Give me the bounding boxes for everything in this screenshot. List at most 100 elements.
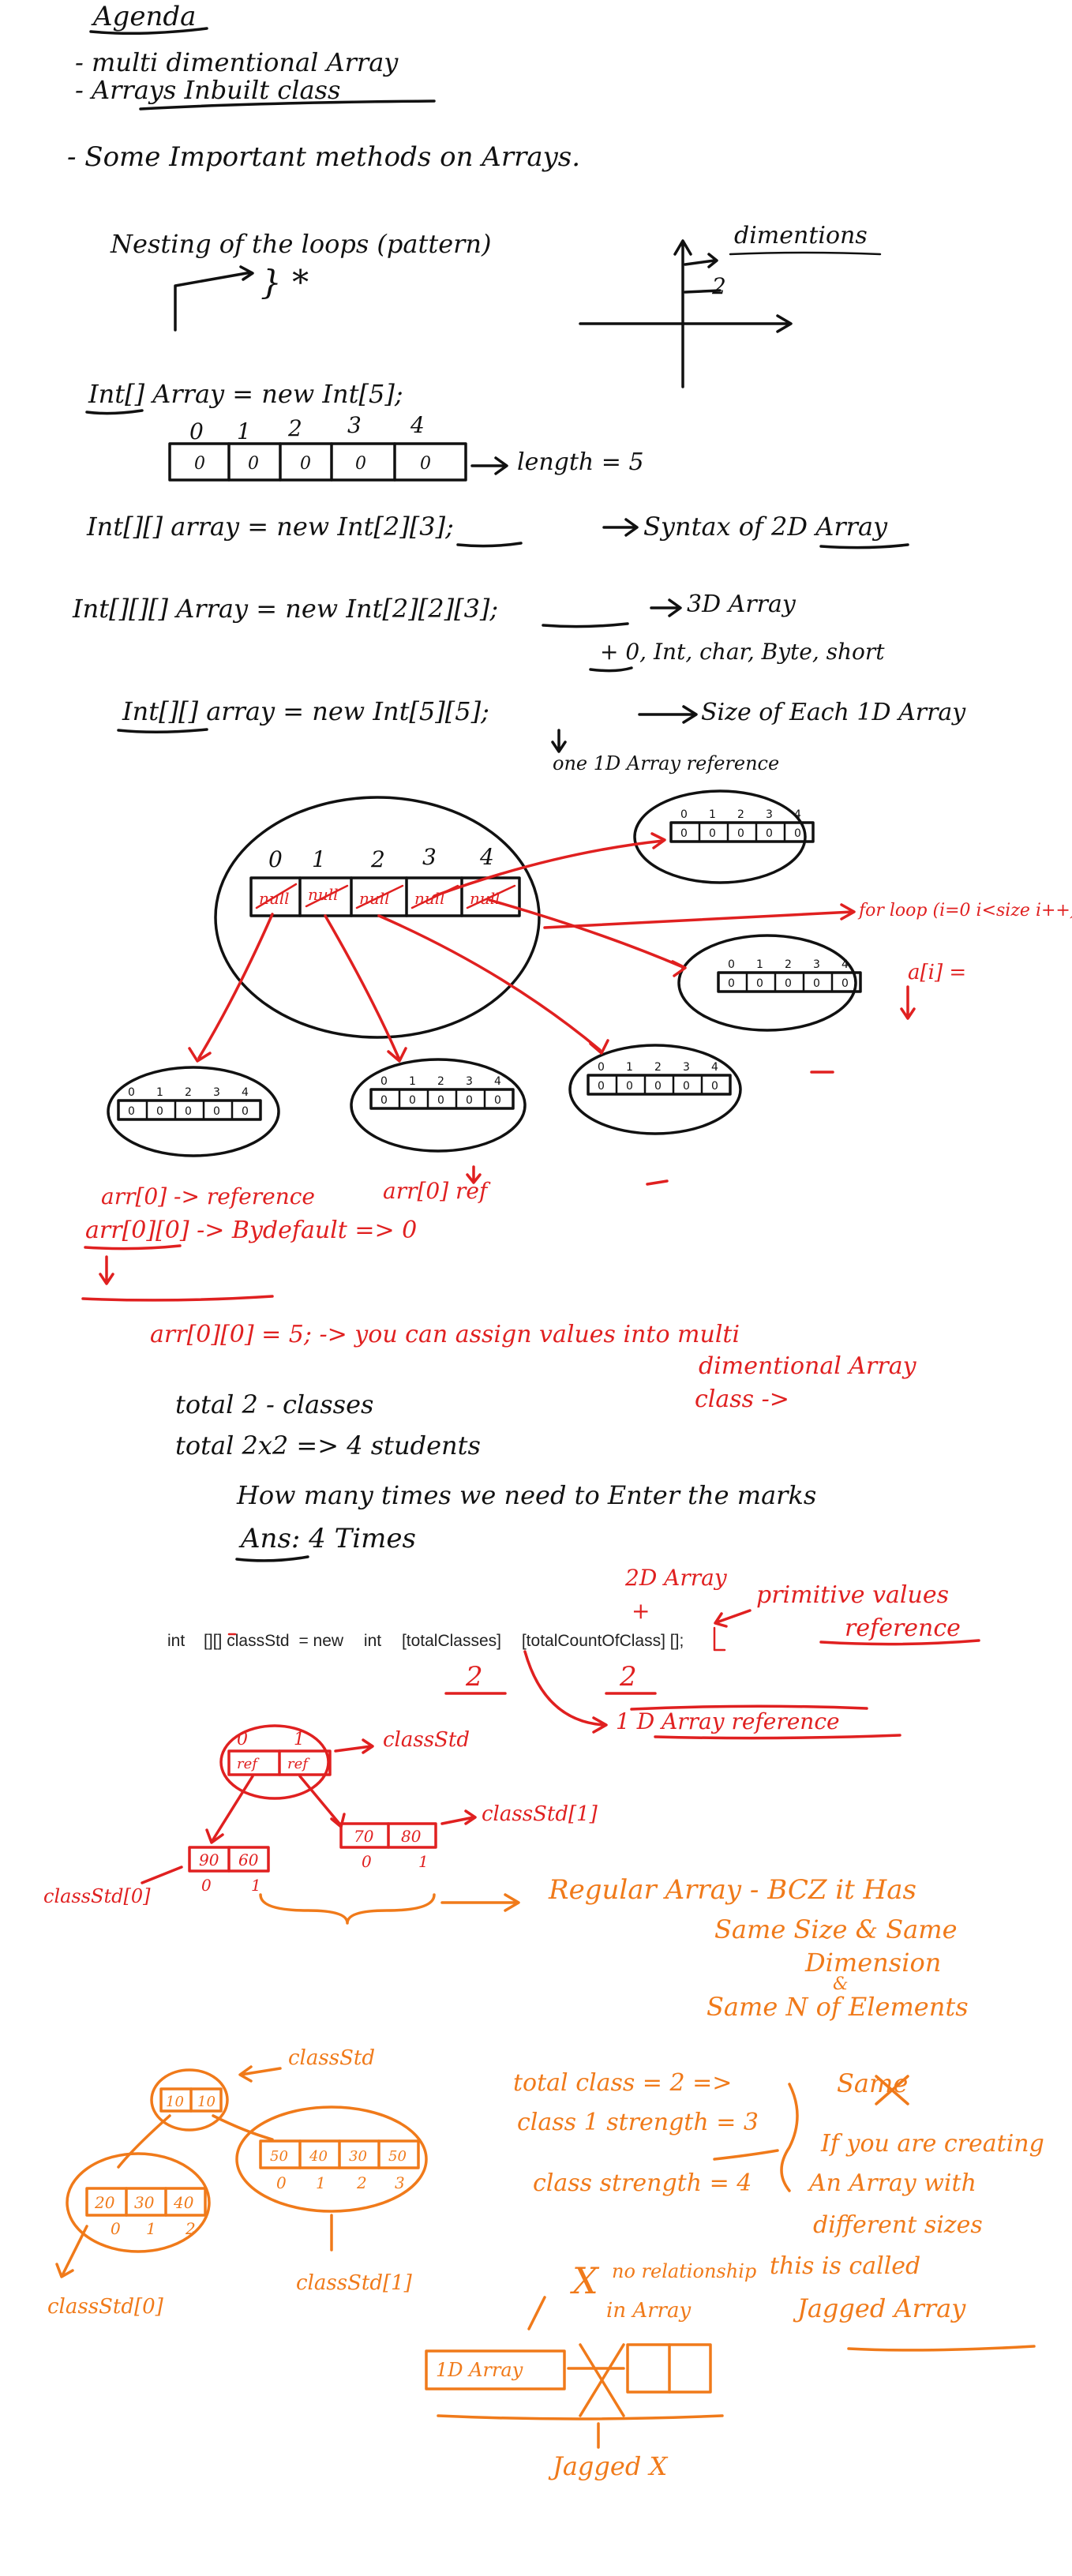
- inner-idx-1: 1: [709, 808, 716, 821]
- outer-array-box: [249, 876, 521, 917]
- if-creating: If you are creating: [820, 2130, 1044, 2158]
- inner-val-3: 0: [766, 827, 773, 840]
- inner-dividers: [145, 1099, 234, 1121]
- inner-val-2: 0: [737, 827, 744, 840]
- one-d-indices: 0 1 2 3 4: [189, 412, 425, 444]
- dimention-arrow-icon: [684, 253, 718, 268]
- inner-idx-2: 2: [737, 808, 744, 821]
- inner-idx-1: 1: [756, 958, 763, 971]
- outer-index-1: 1: [312, 846, 326, 872]
- inner-idx-2: 2: [654, 1061, 662, 1074]
- inner-idx-4: 4: [841, 958, 849, 971]
- reg-top-cell-1: ref: [287, 1756, 310, 1772]
- reg-classStd0: classStd[0]: [43, 1885, 151, 1907]
- array-with: An Array with: [807, 2169, 976, 2197]
- students-section: total 2 - classes total 2x2 => 4 student…: [175, 1389, 816, 1562]
- jagged-x: Jagged X: [548, 2451, 668, 2481]
- inner-dividers: [615, 1074, 703, 1096]
- box-cross-mark: [579, 2343, 625, 2417]
- outer-index-2: 2: [370, 846, 385, 872]
- inner-val-0: 0: [128, 1105, 135, 1118]
- size-decl-underline: [117, 728, 208, 734]
- inner-val-3: 0: [213, 1105, 220, 1118]
- outer-cell-1: null: [308, 885, 339, 904]
- inner-idx-4: 4: [494, 1075, 501, 1088]
- agenda-section: Agenda - multi dimentional Array - Array…: [67, 1, 580, 173]
- size-note-section: Int[][] array = new Int[5][5]; Size of E…: [117, 696, 966, 774]
- strength-underline: [713, 2149, 779, 2161]
- value-1: 0: [248, 454, 259, 474]
- regular-top-ellipse: [219, 1724, 330, 1800]
- inner-val-1: 0: [409, 1094, 416, 1107]
- jag-right-idx-3: 3: [395, 2173, 405, 2192]
- jag-classStd0: classStd[0]: [47, 2295, 164, 2319]
- inner-val-4: 0: [242, 1105, 249, 1118]
- jag-left-ellipse: [66, 2152, 211, 2253]
- outer-ellipse: [214, 796, 541, 1039]
- inner-idx-3: 3: [213, 1086, 220, 1099]
- ref-arrow-icon: [377, 914, 609, 1055]
- reg-bottom-left-1: 1: [251, 1876, 261, 1895]
- syntax-section: Int[][] array = new Int[2][3]; Syntax of…: [72, 512, 909, 673]
- jag-left-box: [85, 2187, 207, 2217]
- y-axis: [673, 239, 692, 388]
- two-b: 2: [619, 1661, 637, 1693]
- agenda-underline: [139, 99, 436, 111]
- inner-dividers: [698, 821, 786, 843]
- note-line2: arr[0][0] -> Bydefault => 0: [85, 1217, 417, 1244]
- inner-array-top-right: 0 1 2 3 4 0 0 0 0 0: [633, 789, 815, 884]
- inner-val-1: 0: [626, 1080, 633, 1093]
- in-array: in Array: [606, 2299, 691, 2323]
- inner-val-4: 0: [494, 1094, 501, 1107]
- jag-right-dividers: [298, 2139, 380, 2169]
- outer-index-0: 0: [268, 846, 283, 872]
- inner-ellipse: [568, 1044, 742, 1135]
- three-d-arrow-icon: [650, 598, 682, 617]
- note-line2-underline: [84, 1244, 182, 1251]
- inner-idx-0: 0: [598, 1061, 605, 1074]
- dimentions-underline: [729, 251, 882, 256]
- jag-right-link: [212, 2114, 274, 2141]
- jag-brace: [780, 2083, 799, 2192]
- one-d-array-box: [168, 442, 467, 482]
- reg-bottom-idx-0: 0: [362, 1852, 372, 1871]
- regular-arrow-icon: [440, 1893, 520, 1912]
- size-decl: Int[][] array = new Int[5][5];: [122, 696, 489, 726]
- inner-array-bottom-right: 0 1 2 3 4 0 0 0 0 0: [568, 1044, 742, 1135]
- note-line3: arr[0][0] = 5; -> you can assign values …: [150, 1321, 740, 1348]
- box-label: 1D Array: [436, 2359, 523, 2381]
- inner-idx-0: 0: [680, 808, 688, 821]
- two-d-note-underline: [819, 543, 909, 549]
- inner-val-0: 0: [728, 977, 735, 990]
- axis-marker: 2: [711, 273, 726, 299]
- reg-left-cell-0: 90: [199, 1850, 219, 1869]
- inner-idx-3: 3: [683, 1061, 690, 1074]
- inner-val-4: 0: [841, 977, 849, 990]
- inner-idx-1: 1: [156, 1086, 163, 1099]
- inner-ellipse: [633, 789, 807, 884]
- inner-idx-1: 1: [409, 1075, 416, 1088]
- inner-array-bottom-left: 0 1 2 3 4 0 0 0 0 0: [107, 1066, 280, 1157]
- jag-left-idx-0: 0: [111, 2219, 121, 2238]
- jag-top-cell-1: 10: [197, 2094, 216, 2110]
- inner-ellipse: [677, 934, 857, 1032]
- students-line2: total 2x2 => 4 students: [175, 1430, 481, 1460]
- ref-label: one 1D Array reference: [553, 752, 779, 774]
- inner-array-bottom-mid: 0 1 2 3 4 0 0 0 0 0: [350, 1058, 527, 1153]
- size-label: Size of Each 1D Array: [701, 699, 966, 726]
- inner-box: [117, 1099, 262, 1121]
- prim-arrow-icon: [714, 1609, 752, 1628]
- jag-left-idx-1: 1: [146, 2219, 156, 2238]
- inner-idx-3: 3: [466, 1075, 473, 1088]
- outer-index-3: 3: [422, 844, 437, 870]
- inner-val-4: 0: [794, 827, 801, 840]
- inner-array-mid-right: 0 1 2 3 4 0 0 0 0 0: [677, 934, 862, 1032]
- reg-classStd1: classStd[1]: [482, 1802, 598, 1826]
- dim1-arrow-icon: [523, 1650, 608, 1734]
- class1-strength: class 1 strength = 3: [517, 2109, 759, 2136]
- kw-int2: int: [364, 1632, 381, 1650]
- reg-left-cell-1: 60: [238, 1850, 259, 1869]
- inner-val-3: 0: [466, 1094, 473, 1107]
- inner-box: [587, 1074, 732, 1096]
